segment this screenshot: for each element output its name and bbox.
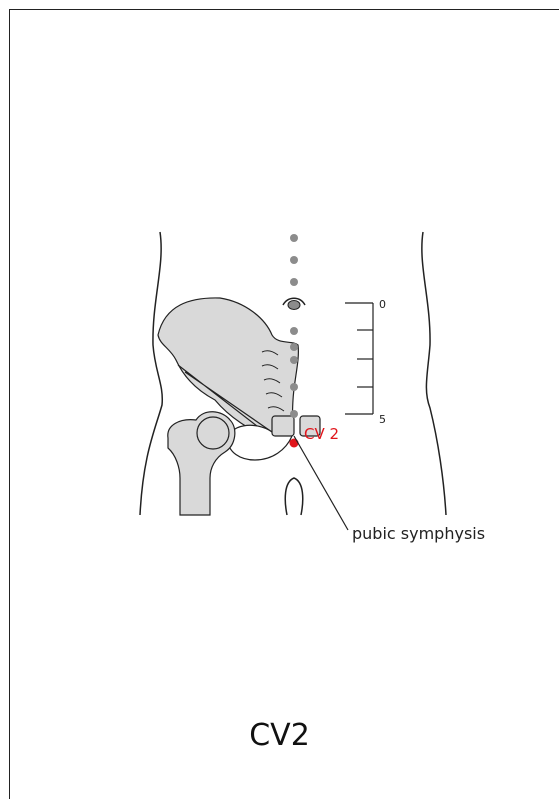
- genital-outline: [285, 478, 302, 515]
- midline-dot: [290, 383, 298, 391]
- figure-title: CV2: [0, 718, 559, 753]
- midline-dot: [290, 234, 298, 242]
- midline-dot: [290, 278, 298, 286]
- navel-icon: [283, 298, 305, 309]
- pubic-bone-left: [272, 416, 294, 436]
- body-outline-left: [140, 232, 162, 515]
- midline-dot: [290, 327, 298, 335]
- midline-dot: [290, 356, 298, 364]
- femoral-head: [197, 417, 229, 449]
- scale-label-bottom: 5: [379, 413, 386, 426]
- midline-dot: [290, 343, 298, 351]
- pubic-symphysis-leader: [294, 436, 348, 530]
- pubic-symphysis-label: pubic symphysis: [352, 524, 485, 543]
- cun-scale: [345, 303, 373, 414]
- scale-label-top: 0: [379, 298, 386, 311]
- cv2-point: [290, 439, 299, 448]
- body-outline-right: [422, 232, 446, 515]
- midline-dot: [290, 256, 298, 264]
- midline-dot: [290, 410, 298, 418]
- cv2-point-label: CV 2: [304, 425, 339, 443]
